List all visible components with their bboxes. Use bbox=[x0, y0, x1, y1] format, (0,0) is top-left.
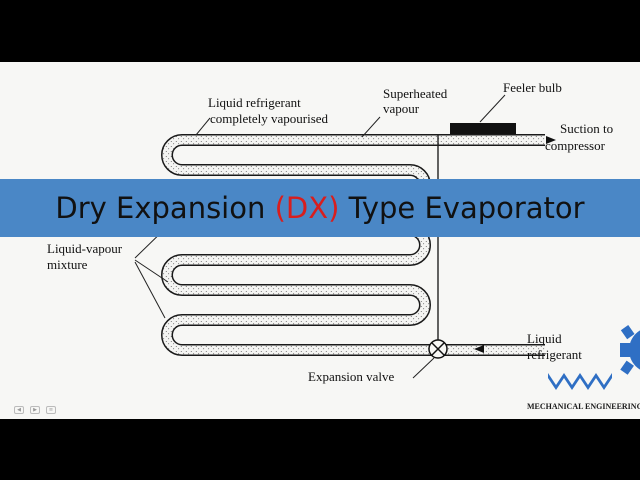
label-superheated: Superheated bbox=[383, 86, 448, 101]
label-refrigerant: refrigerant bbox=[527, 347, 582, 362]
title-prefix: Dry Expansion bbox=[55, 191, 275, 225]
title-suffix: Type Evaporator bbox=[339, 191, 585, 225]
title-banner: Dry Expansion (DX) Type Evaporator bbox=[0, 179, 640, 237]
gear-icon bbox=[620, 325, 640, 375]
label-liquid-vapour: Liquid-vapour bbox=[47, 241, 123, 256]
label-completely-vapourised: completely vapourised bbox=[210, 111, 329, 126]
label-mixture: mixture bbox=[47, 257, 88, 272]
label-vapour: vapour bbox=[383, 101, 420, 116]
label-feeler-bulb: Feeler bulb bbox=[503, 80, 562, 95]
label-compressor: compressor bbox=[545, 138, 606, 153]
slide-title: Dry Expansion (DX) Type Evaporator bbox=[55, 191, 584, 225]
expansion-valve-symbol bbox=[428, 339, 448, 359]
dx-evaporator-diagram: Liquid refrigerant completely vapourised… bbox=[47, 80, 640, 390]
next-slide-icon[interactable]: ▶ bbox=[30, 406, 40, 414]
feeler-bulb bbox=[450, 123, 516, 134]
label-expansion-valve: Expansion valve bbox=[308, 369, 395, 384]
slide-menu-icon[interactable]: ≡ bbox=[46, 406, 56, 414]
slide-nav-controls: ◀ ▶ ≡ bbox=[14, 406, 56, 414]
label-suction-to: Suction to bbox=[560, 121, 613, 136]
logo-zigzag bbox=[548, 373, 612, 390]
label-liquid-refrigerant-completely-vapourised: Liquid refrigerant bbox=[208, 95, 301, 110]
previous-slide-icon[interactable]: ◀ bbox=[14, 406, 24, 414]
label-liquid: Liquid bbox=[527, 331, 562, 346]
logo-text: MECHANICAL ENGINEERING bbox=[527, 402, 640, 411]
flow-arrows bbox=[474, 136, 556, 353]
title-accent: (DX) bbox=[274, 191, 340, 225]
serpentine-coil bbox=[161, 134, 545, 356]
slide: Liquid refrigerant completely vapourised… bbox=[0, 62, 640, 419]
